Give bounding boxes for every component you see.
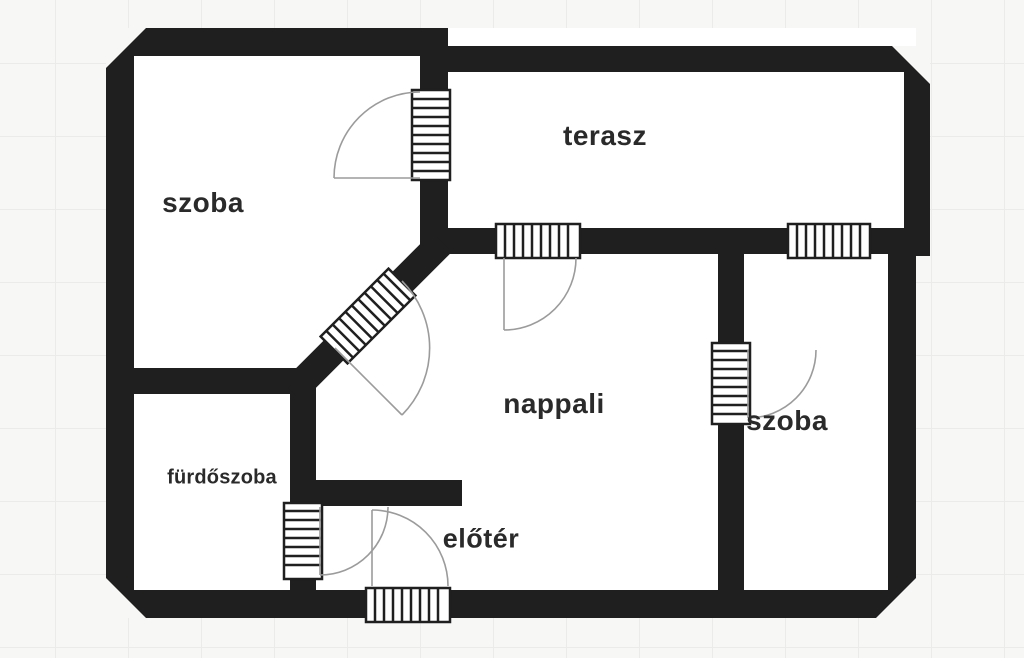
wall-eloter-stub bbox=[316, 480, 462, 506]
wall-left bbox=[106, 28, 134, 618]
wall-top-left bbox=[106, 28, 448, 56]
walls bbox=[106, 28, 930, 618]
floor-area bbox=[106, 28, 930, 618]
wall-szoba-furdoszoba bbox=[106, 368, 316, 394]
window-symbol-terasz-szoba bbox=[786, 222, 872, 260]
room-label-szoba-right: szoba bbox=[746, 405, 828, 436]
door-arc-nappali-szoba bbox=[747, 349, 817, 419]
wall-terasz-bottom-c bbox=[868, 228, 930, 254]
door-symbol-furdoszoba bbox=[282, 501, 324, 581]
corner-chamfers bbox=[106, 28, 930, 618]
wall-szoba-terasz-upper bbox=[420, 28, 448, 92]
wall-terasz-bottom-b bbox=[580, 228, 790, 254]
door-arc-szoba-terasz bbox=[333, 91, 421, 179]
room-label-eloter: előtér bbox=[442, 523, 520, 554]
wall-terasz-right bbox=[904, 46, 930, 256]
room-label-furdoszoba: fürdőszoba bbox=[167, 466, 277, 489]
door-symbol-entrance bbox=[364, 586, 452, 624]
door-arc-entrance bbox=[371, 509, 449, 587]
door-arc-furdoszoba bbox=[319, 506, 389, 576]
wall-nappali-szoba-lower bbox=[718, 422, 744, 618]
door-arc-terasz-nappali bbox=[503, 257, 577, 331]
door-symbol-terasz-nappali bbox=[494, 222, 582, 260]
wall-nappali-szoba-upper bbox=[718, 230, 744, 345]
wall-bottom bbox=[106, 590, 916, 618]
room-label-terasz: terasz bbox=[563, 120, 647, 151]
wall-furdoszoba-lower bbox=[290, 577, 316, 618]
room-label-szoba-top-left: szoba bbox=[162, 187, 244, 218]
diagonal-wall bbox=[282, 232, 452, 402]
door-symbol-szoba-terasz bbox=[410, 88, 452, 182]
wall-right bbox=[888, 230, 916, 618]
room-label-nappali: nappali bbox=[503, 388, 605, 419]
door-symbol-nappali-szoba bbox=[710, 341, 752, 426]
wall-terasz-top bbox=[430, 46, 930, 72]
door-arc-diagonal bbox=[334, 280, 431, 416]
